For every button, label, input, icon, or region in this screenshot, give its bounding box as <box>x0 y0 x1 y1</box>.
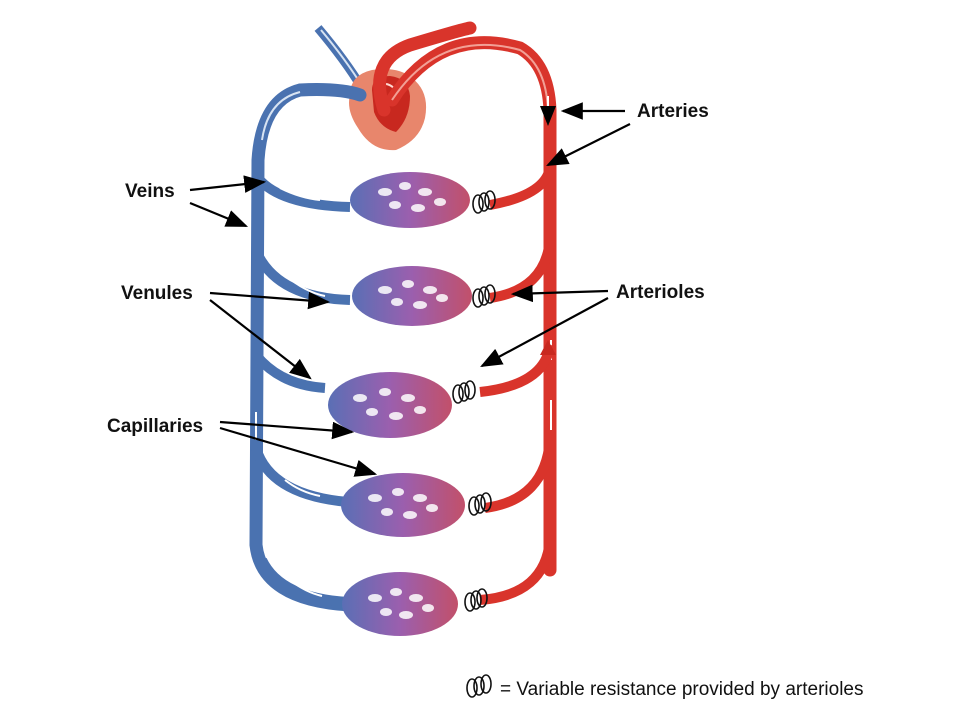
coil-1 <box>472 190 496 214</box>
pointer-arrows <box>189 102 631 477</box>
label-capillaries: Capillaries <box>107 416 203 437</box>
arrow-capillaries-1 <box>219 420 355 440</box>
capillary-mesh <box>353 182 448 619</box>
arrow-capillaries-2 <box>219 426 378 477</box>
capillary-loop-5 <box>257 539 555 636</box>
arrow-venules-2 <box>209 299 312 380</box>
arrow-arteries-2 <box>546 123 631 166</box>
coil-3 <box>452 380 476 404</box>
arrow-arterioles-2 <box>480 297 609 368</box>
resistance-coils <box>452 190 496 698</box>
coil-2 <box>472 284 496 308</box>
capillary-loop-1 <box>254 166 555 228</box>
label-veins: Veins <box>125 181 175 202</box>
arrow-veins-1 <box>189 175 267 193</box>
capillary-loop-2 <box>253 239 555 326</box>
label-arterioles: Arterioles <box>616 282 705 303</box>
arrow-venules-1 <box>209 291 331 310</box>
coil-4 <box>468 492 492 516</box>
coil-5 <box>464 588 488 612</box>
legend-text: = Variable resistance provided by arteri… <box>500 679 863 700</box>
legend-coil-icon <box>466 674 492 698</box>
arrow-arterioles-1 <box>510 284 609 303</box>
label-venules: Venules <box>121 283 193 304</box>
capillary-loop-4 <box>251 439 555 537</box>
capillary-loop-3 <box>252 340 556 438</box>
label-arteries: Arteries <box>637 101 709 122</box>
arrow-veins-2 <box>189 201 249 228</box>
